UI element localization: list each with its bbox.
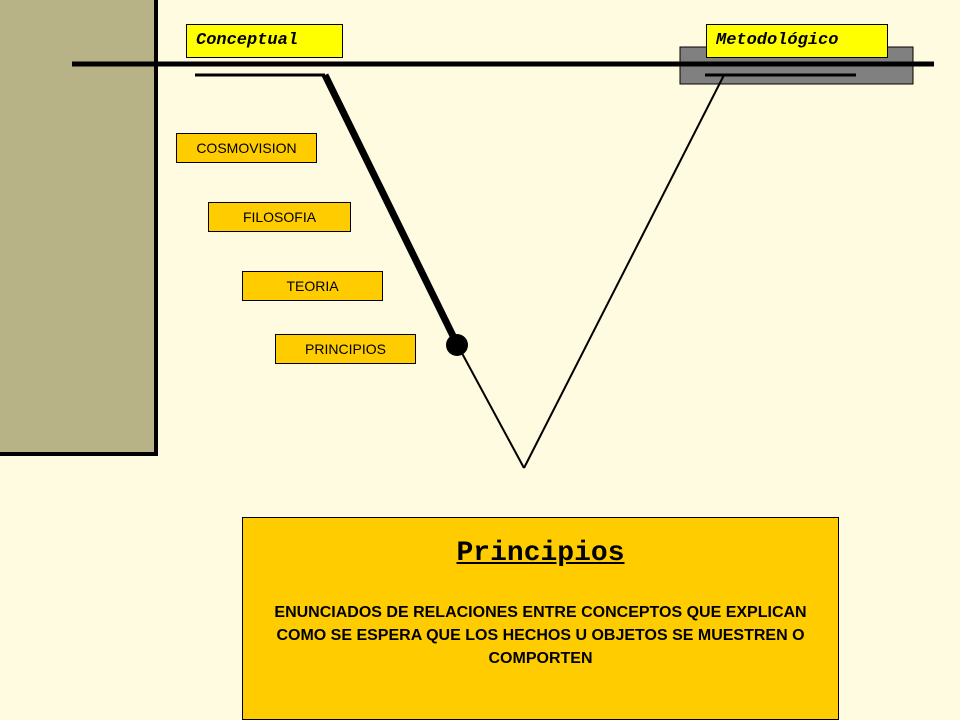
- info-box: Principios ENUNCIADOS DE RELACIONES ENTR…: [242, 517, 839, 720]
- side-panel: [0, 0, 158, 456]
- tag-metodologico: Metodológico: [706, 24, 888, 58]
- level-cosmovision: COSMOVISION: [176, 133, 317, 163]
- level-principios: PRINCIPIOS: [275, 334, 416, 364]
- level-teoria: TEORIA: [242, 271, 383, 301]
- tag-conceptual: Conceptual: [186, 24, 343, 58]
- progress-dot: [446, 334, 468, 356]
- info-text: ENUNCIADOS DE RELACIONES ENTRE CONCEPTOS…: [274, 604, 807, 667]
- v-right-arm: [523, 74, 725, 469]
- v-left-thick-arm: [321, 73, 461, 346]
- level-filosofia: FILOSOFIA: [208, 202, 351, 232]
- info-title: Principios: [456, 538, 625, 569]
- v-left-thin-arm: [456, 343, 525, 469]
